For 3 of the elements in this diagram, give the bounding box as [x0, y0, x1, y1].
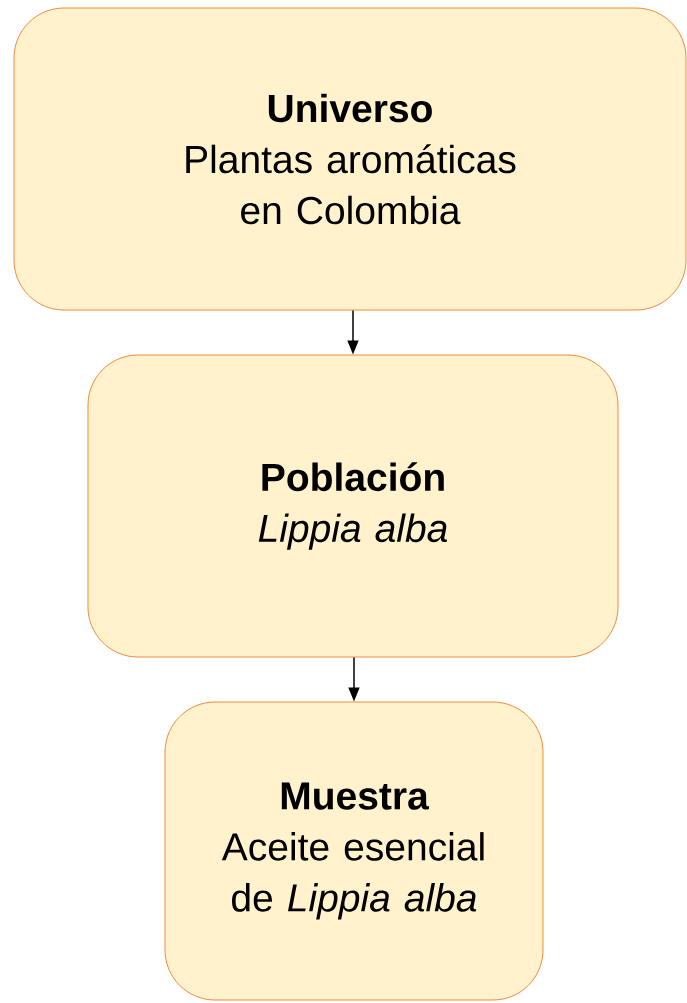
process-box: Población Lippia alba — [87, 354, 619, 658]
process-box: Muestra Aceite esencial de Lippia alba — [164, 701, 544, 1001]
process-box: Universo Plantas aromáticas en Colombia — [13, 7, 687, 311]
